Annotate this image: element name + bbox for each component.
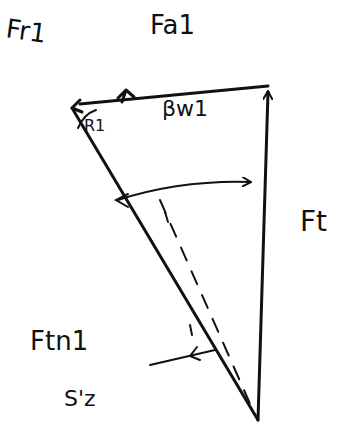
arrow-head — [190, 347, 200, 360]
force-label: S'z — [64, 388, 96, 410]
tick-mark — [165, 212, 192, 335]
tangential-force — [258, 92, 268, 420]
leader-line — [150, 350, 215, 365]
resultant-line — [72, 108, 258, 420]
arrow-head — [72, 100, 82, 112]
force-label: Fr1 — [4, 15, 48, 46]
force-label: R1 — [84, 118, 105, 134]
force-label: βw1 — [162, 98, 208, 120]
dashed-line — [160, 200, 255, 415]
arrow-head — [116, 194, 128, 207]
arrow-head — [118, 90, 134, 102]
force-label: Ftn1 — [30, 328, 88, 354]
force-label: Ft — [300, 208, 327, 236]
angle-arc — [118, 182, 250, 200]
force-label: Fa1 — [150, 12, 195, 38]
